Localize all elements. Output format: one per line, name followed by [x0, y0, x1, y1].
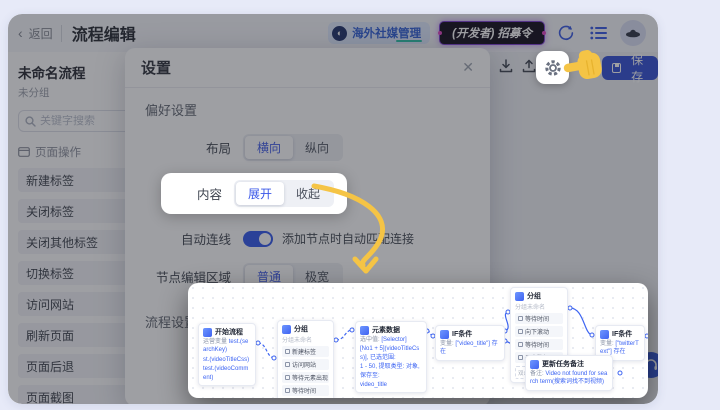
save-button[interactable]: 保存 — [602, 53, 658, 84]
sidebar-item-label: 页面后退 — [26, 359, 75, 374]
app-header: ‹ 返回 流程编辑 ◐ 海外社媒管理 (开发者) 招募令 — [8, 14, 658, 52]
back-button[interactable]: 返回 — [29, 24, 62, 42]
sidebar-item-label: 页面截图 — [26, 390, 75, 405]
autoline-toggle[interactable] — [243, 230, 273, 247]
save-icon — [612, 63, 622, 73]
content-option-collapse[interactable]: 收起 — [296, 187, 321, 201]
node-icon — [203, 327, 212, 337]
developer-recruit-badge[interactable]: (开发者) 招募令 — [438, 21, 546, 45]
node-icon — [282, 324, 291, 334]
node-area-option-wide[interactable]: 极宽 — [305, 270, 330, 284]
close-icon[interactable]: ✕ — [462, 59, 474, 75]
flow-preview-panel: 开始流程 运营变量 test.(searchKey) st.(videoTitl… — [188, 283, 648, 398]
search-icon — [25, 115, 36, 127]
section-preferences: 偏好设置 — [145, 103, 198, 118]
content-option-expand[interactable]: 展开 — [236, 182, 285, 205]
search-input-box[interactable] — [18, 110, 153, 132]
modal-title: 设置 — [141, 60, 172, 77]
flow-name: 未命名流程 — [18, 66, 86, 81]
browser-window-icon — [18, 147, 30, 157]
export-icon[interactable] — [521, 58, 537, 74]
node-group-1[interactable]: 分组 分组未命名 新建标签 访问网站 等待元素出现 等待时间 输入内容 双击添加… — [277, 320, 334, 398]
ufo-icon — [626, 29, 640, 37]
layout-segmented: 横向 纵向 — [243, 134, 344, 161]
back-chevron-icon: ‹ — [18, 25, 23, 41]
list-menu-icon[interactable] — [587, 21, 611, 45]
product-logo-icon: ◐ — [332, 25, 348, 41]
node-element-data[interactable]: 元素数据 选中值: [Selector] [No1 + 5](videoTitl… — [355, 321, 427, 394]
import-icon[interactable] — [498, 58, 514, 74]
node-icon — [360, 325, 369, 335]
sidebar-section-label: 页面操作 — [35, 147, 81, 159]
app-window: ‹ 返回 流程编辑 ◐ 海外社媒管理 (开发者) 招募令 — [8, 14, 658, 404]
node-area-row: 节点编辑区域 普通 极宽 — [145, 263, 470, 290]
sidebar-item-label: 关闭标签 — [26, 204, 75, 219]
sidebar-item-label: 刷新页面 — [26, 328, 75, 343]
product-badge-label: 海外社媒管理 — [352, 28, 422, 40]
node-icon — [600, 329, 609, 339]
autoline-label: 自动连线 — [180, 233, 231, 247]
layout-label: 布局 — [205, 142, 231, 156]
content-row-spotlight: 内容 展开 收起 — [161, 173, 348, 214]
node-update-task-note[interactable]: 更新任务备注 备注: Video not found for search te… — [525, 355, 613, 391]
product-badge[interactable]: ◐ 海外社媒管理 — [328, 22, 431, 44]
flow-group-label: 未分组 — [18, 87, 50, 99]
node-if-condition-2[interactable]: IF条件 变量: ["twitterText"] 存在 — [595, 325, 645, 361]
layout-option-vertical[interactable]: 纵向 — [305, 141, 330, 155]
content-label: 内容 — [196, 188, 222, 202]
node-if-condition-1[interactable]: IF条件 变量: ["video_title"] 存在 — [435, 325, 505, 361]
user-avatar[interactable] — [620, 20, 646, 46]
sidebar-item-label: 关闭其他标签 — [26, 235, 99, 250]
pointing-hand-icon — [563, 50, 602, 80]
sync-icon[interactable] — [554, 21, 578, 45]
sidebar-item-label: 新建标签 — [26, 173, 75, 188]
search-input[interactable] — [40, 115, 140, 127]
layout-option-horizontal[interactable]: 横向 — [245, 136, 294, 159]
node-icon — [530, 359, 539, 369]
content-segmented: 展开 收起 — [234, 180, 335, 207]
gear-icon — [544, 59, 561, 76]
node-icon — [440, 329, 449, 339]
save-button-label: 保存 — [631, 53, 644, 84]
settings-gear-button[interactable] — [536, 51, 569, 84]
sidebar-item-label: 访问网站 — [26, 297, 75, 312]
section-flow-settings: 流程设置 — [145, 315, 198, 330]
sidebar-item-label: 切换标签 — [26, 266, 75, 281]
layout-row: 布局 横向 纵向 — [145, 134, 470, 161]
node-start-flow[interactable]: 开始流程 运营变量 test.(searchKey) st.(videoTitl… — [198, 323, 256, 386]
node-area-label: 节点编辑区域 — [155, 271, 231, 285]
page-title: 流程编辑 — [71, 27, 136, 44]
badge-underline — [396, 40, 423, 42]
node-icon — [515, 291, 524, 301]
promo-badge-label: (开发者) 招募令 — [452, 28, 532, 40]
node-area-option-normal[interactable]: 普通 — [245, 265, 294, 288]
